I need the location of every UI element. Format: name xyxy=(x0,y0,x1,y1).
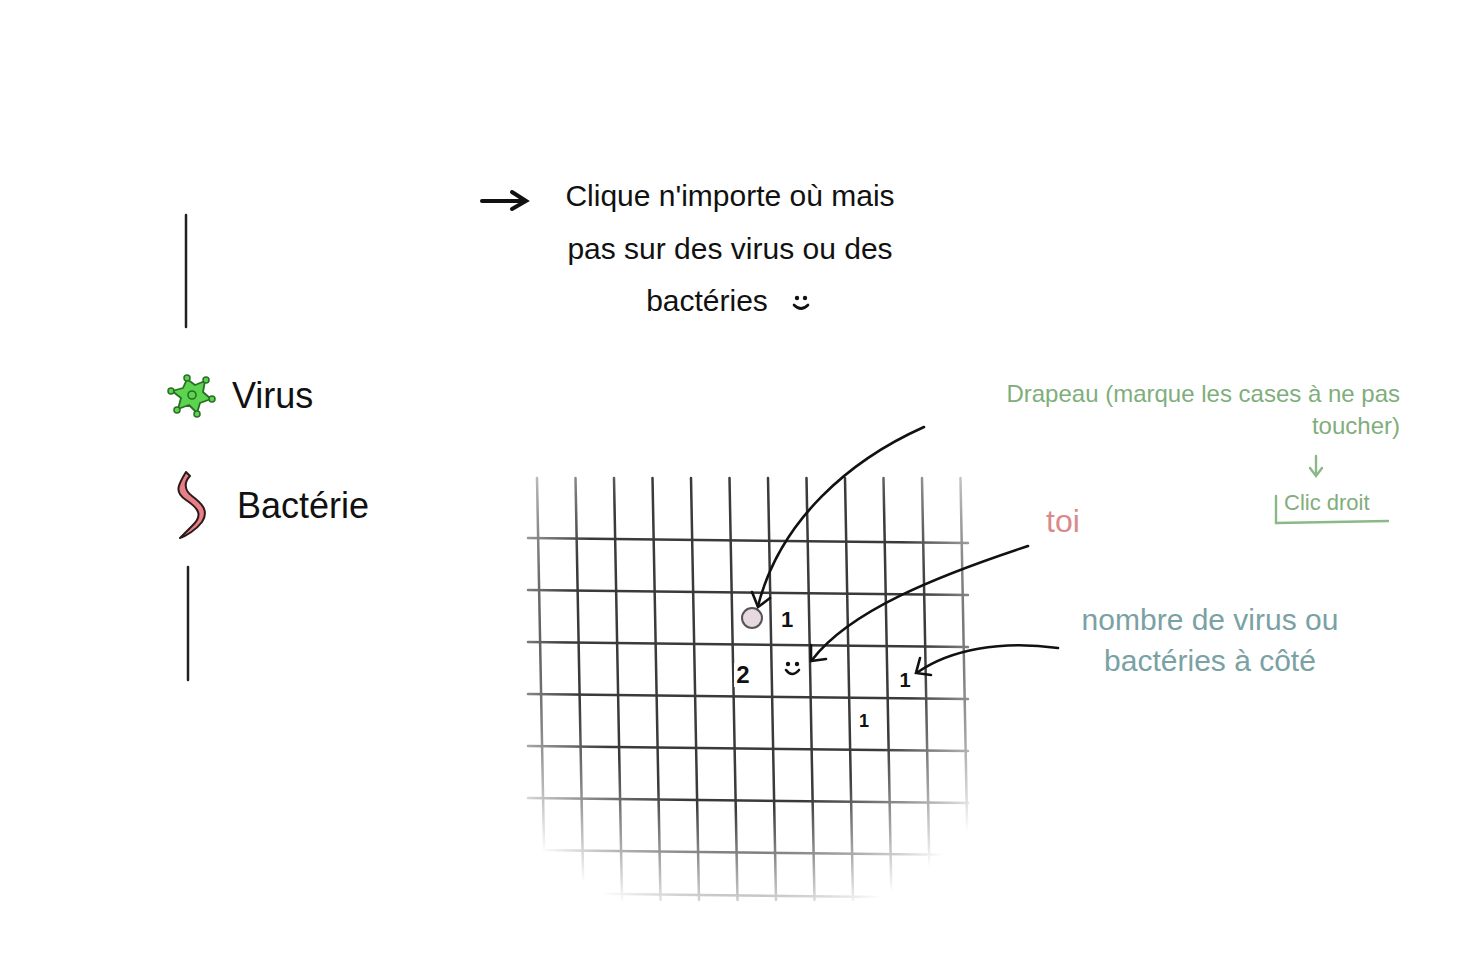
callout-number-text: 1 xyxy=(859,711,869,731)
grid-line xyxy=(528,893,968,898)
grid-line xyxy=(528,642,968,647)
callout-number: 1 xyxy=(897,670,912,690)
grid-line xyxy=(528,538,968,543)
leader-arrow xyxy=(752,427,1058,675)
callout-number-text: 2 xyxy=(736,661,749,688)
player-smiley xyxy=(786,662,799,674)
grid-line xyxy=(576,478,584,900)
side-bar xyxy=(186,215,188,680)
flag-note: Drapeau (marque les cases à ne pas touch… xyxy=(960,378,1400,443)
grid-line xyxy=(528,850,968,855)
flag-note-text: Drapeau (marque les cases à ne pas touch… xyxy=(1006,380,1400,439)
grid-line xyxy=(653,478,661,900)
callout-number: 2 xyxy=(734,663,751,687)
grid-line xyxy=(537,478,545,900)
virus-icon xyxy=(168,375,215,417)
flag-marker xyxy=(742,608,762,628)
instruction-text-text: Clique n'importe où mais pas sur des vir… xyxy=(565,179,894,317)
legend-text: Virus xyxy=(232,375,313,416)
callout-number: 1 xyxy=(779,609,795,631)
pointer-arrow xyxy=(482,192,526,209)
callout-number-text: 1 xyxy=(899,669,910,691)
grid-line xyxy=(961,478,969,900)
grid-line xyxy=(528,798,968,803)
grid-line xyxy=(528,746,968,751)
green-bracket xyxy=(1276,456,1388,523)
callout-number-text: 1 xyxy=(781,607,793,632)
player-label: toi xyxy=(1046,500,1126,543)
count-note: nombre de virus ou bactéries à côté xyxy=(1060,600,1360,681)
legend-text: Bactérie xyxy=(237,485,369,526)
smiley-icon xyxy=(788,292,814,314)
legend-entry: Bactérie xyxy=(237,482,369,531)
grid-line xyxy=(614,478,622,900)
right-click-note-text: Clic droit xyxy=(1284,490,1370,515)
count-note-text: nombre de virus ou bactéries à côté xyxy=(1082,603,1339,677)
grid-line xyxy=(691,478,699,900)
player-label-text: toi xyxy=(1046,503,1080,539)
right-click-note: Clic droit xyxy=(1284,488,1404,518)
game-grid xyxy=(528,478,969,900)
bacteria-icon xyxy=(178,472,205,538)
legend-entry: Virus xyxy=(232,372,313,421)
callout-number: 1 xyxy=(857,712,871,730)
grid-line xyxy=(528,694,968,699)
instruction-text: Clique n'importe où mais pas sur des vir… xyxy=(540,170,920,328)
